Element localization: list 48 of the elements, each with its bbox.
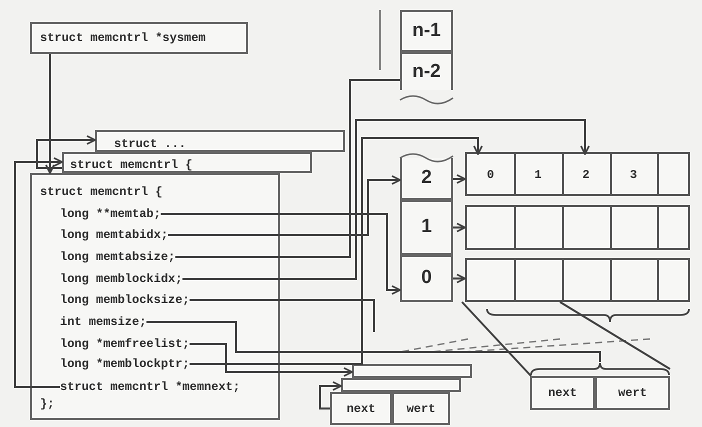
- table-cell: n-1: [400, 10, 453, 52]
- field-declaration: long **memtab;: [60, 206, 161, 222]
- connector-arrow: [182, 119, 590, 280]
- list-element-field: next: [530, 376, 595, 410]
- field-declaration: long *memfreelist;: [60, 336, 190, 352]
- connector-arrow: [319, 381, 342, 410]
- connector-arrow: [453, 222, 466, 232]
- connector-arrow: [160, 213, 401, 295]
- table-cell: 1: [400, 200, 453, 255]
- connector-arrow: [168, 175, 401, 236]
- connector-arrow: [190, 343, 353, 377]
- memory-block-row: [465, 152, 690, 196]
- memory-block-row: [465, 205, 690, 250]
- field-declaration: long memblockidx;: [60, 271, 182, 287]
- connector-arrow: [190, 137, 483, 365]
- field-declaration: long memtabsize;: [60, 249, 176, 265]
- list-element-card: [352, 364, 472, 378]
- pointer-variable-box: struct memcntrl *sysmem: [30, 22, 248, 54]
- struct-header: struct memcntrl {: [40, 184, 162, 200]
- curly-brace: [530, 362, 670, 376]
- memory-block-row: [465, 258, 690, 302]
- table-cell: 2: [400, 158, 453, 200]
- connector-arrow: [45, 54, 55, 174]
- field-declaration: long *memblockptr;: [60, 356, 190, 372]
- memory-cell: 0: [467, 154, 514, 196]
- memory-cell: 2: [562, 154, 610, 196]
- table-cell: n-2: [400, 52, 453, 90]
- struct-card: [95, 130, 345, 152]
- memory-cell: 3: [610, 154, 657, 196]
- struct-header: struct ...: [114, 136, 186, 152]
- connector-arrow: [453, 274, 466, 284]
- list-element-field: wert: [392, 392, 450, 425]
- list-element-field: wert: [595, 376, 670, 410]
- struct-card: [30, 173, 280, 420]
- list-element-field: next: [330, 392, 392, 425]
- memory-cell: 1: [514, 154, 562, 196]
- connector-arrow: [453, 174, 466, 184]
- list-element-card: [341, 378, 461, 392]
- field-declaration: int memsize;: [60, 314, 146, 330]
- struct-card: [62, 152, 312, 173]
- field-declaration: struct memcntrl *memnext;: [60, 379, 240, 395]
- field-declaration: long memblocksize;: [60, 292, 190, 308]
- struct-header: struct memcntrl {: [70, 157, 192, 173]
- struct-closing: };: [40, 396, 54, 412]
- field-declaration: long memtabidx;: [60, 227, 168, 243]
- table-cell: 0: [400, 255, 453, 302]
- connector-arrow: [36, 135, 96, 169]
- connector-arrow: [14, 157, 63, 388]
